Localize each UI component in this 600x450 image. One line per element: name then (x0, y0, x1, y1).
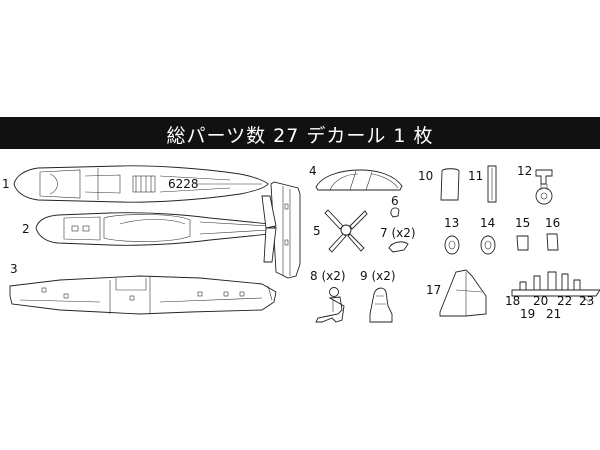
part-9-seat (369, 287, 393, 323)
part-tail-stabilizer (270, 181, 301, 279)
part-8-pilot-figure (315, 287, 345, 323)
part-number-23: 23 (579, 294, 594, 308)
svg-text:6228: 6228 (168, 177, 199, 191)
part-number-18: 18 (505, 294, 520, 308)
part-6-small-piece (390, 207, 400, 218)
part-number-16: 16 (545, 216, 560, 230)
part-number-11: 11 (468, 169, 483, 183)
part-number-1: 1 (2, 177, 10, 191)
part-4-canopy (315, 169, 403, 191)
part-number-8: 8 (x2) (310, 269, 346, 283)
part-17-vertical-tail (439, 269, 487, 317)
part-number-21: 21 (546, 307, 561, 321)
part-number-20: 20 (533, 294, 548, 308)
part-15-gear-door (516, 235, 529, 251)
part-number-5: 5 (313, 224, 321, 238)
part-number-19: 19 (520, 307, 535, 321)
parts-18-23-sprue (511, 271, 600, 303)
part-12-nose-gear (535, 169, 553, 205)
part-number-15: 15 (515, 216, 530, 230)
part-number-12: 12 (517, 164, 532, 178)
part-10-panel (440, 168, 460, 201)
part-number-22: 22 (557, 294, 572, 308)
parts-count-title: 総パーツ数 27 デカール 1 枚 (166, 125, 434, 147)
part-number-14: 14 (480, 216, 495, 230)
part-number-7: 7 (x2) (380, 226, 416, 240)
part-7-small-piece (388, 241, 409, 253)
header-banner: 総パーツ数 27 デカール 1 枚 (0, 117, 600, 149)
part-3-wing (9, 275, 277, 315)
part-1-fuselage-top: 6228 (13, 165, 269, 203)
part-11-strut (487, 165, 497, 203)
part-16-gear-door (546, 233, 559, 251)
part-number-6: 6 (391, 194, 399, 208)
part-5-propeller (324, 209, 368, 253)
part-14-wheel (480, 235, 496, 255)
part-number-3: 3 (10, 262, 18, 276)
part-13-wheel (444, 235, 460, 255)
part-number-17: 17 (426, 283, 441, 297)
part-number-4: 4 (309, 164, 317, 178)
part-number-13: 13 (444, 216, 459, 230)
part-number-2: 2 (22, 222, 30, 236)
part-2-fuselage-side (35, 195, 277, 263)
part-number-10: 10 (418, 169, 433, 183)
part-number-9: 9 (x2) (360, 269, 396, 283)
